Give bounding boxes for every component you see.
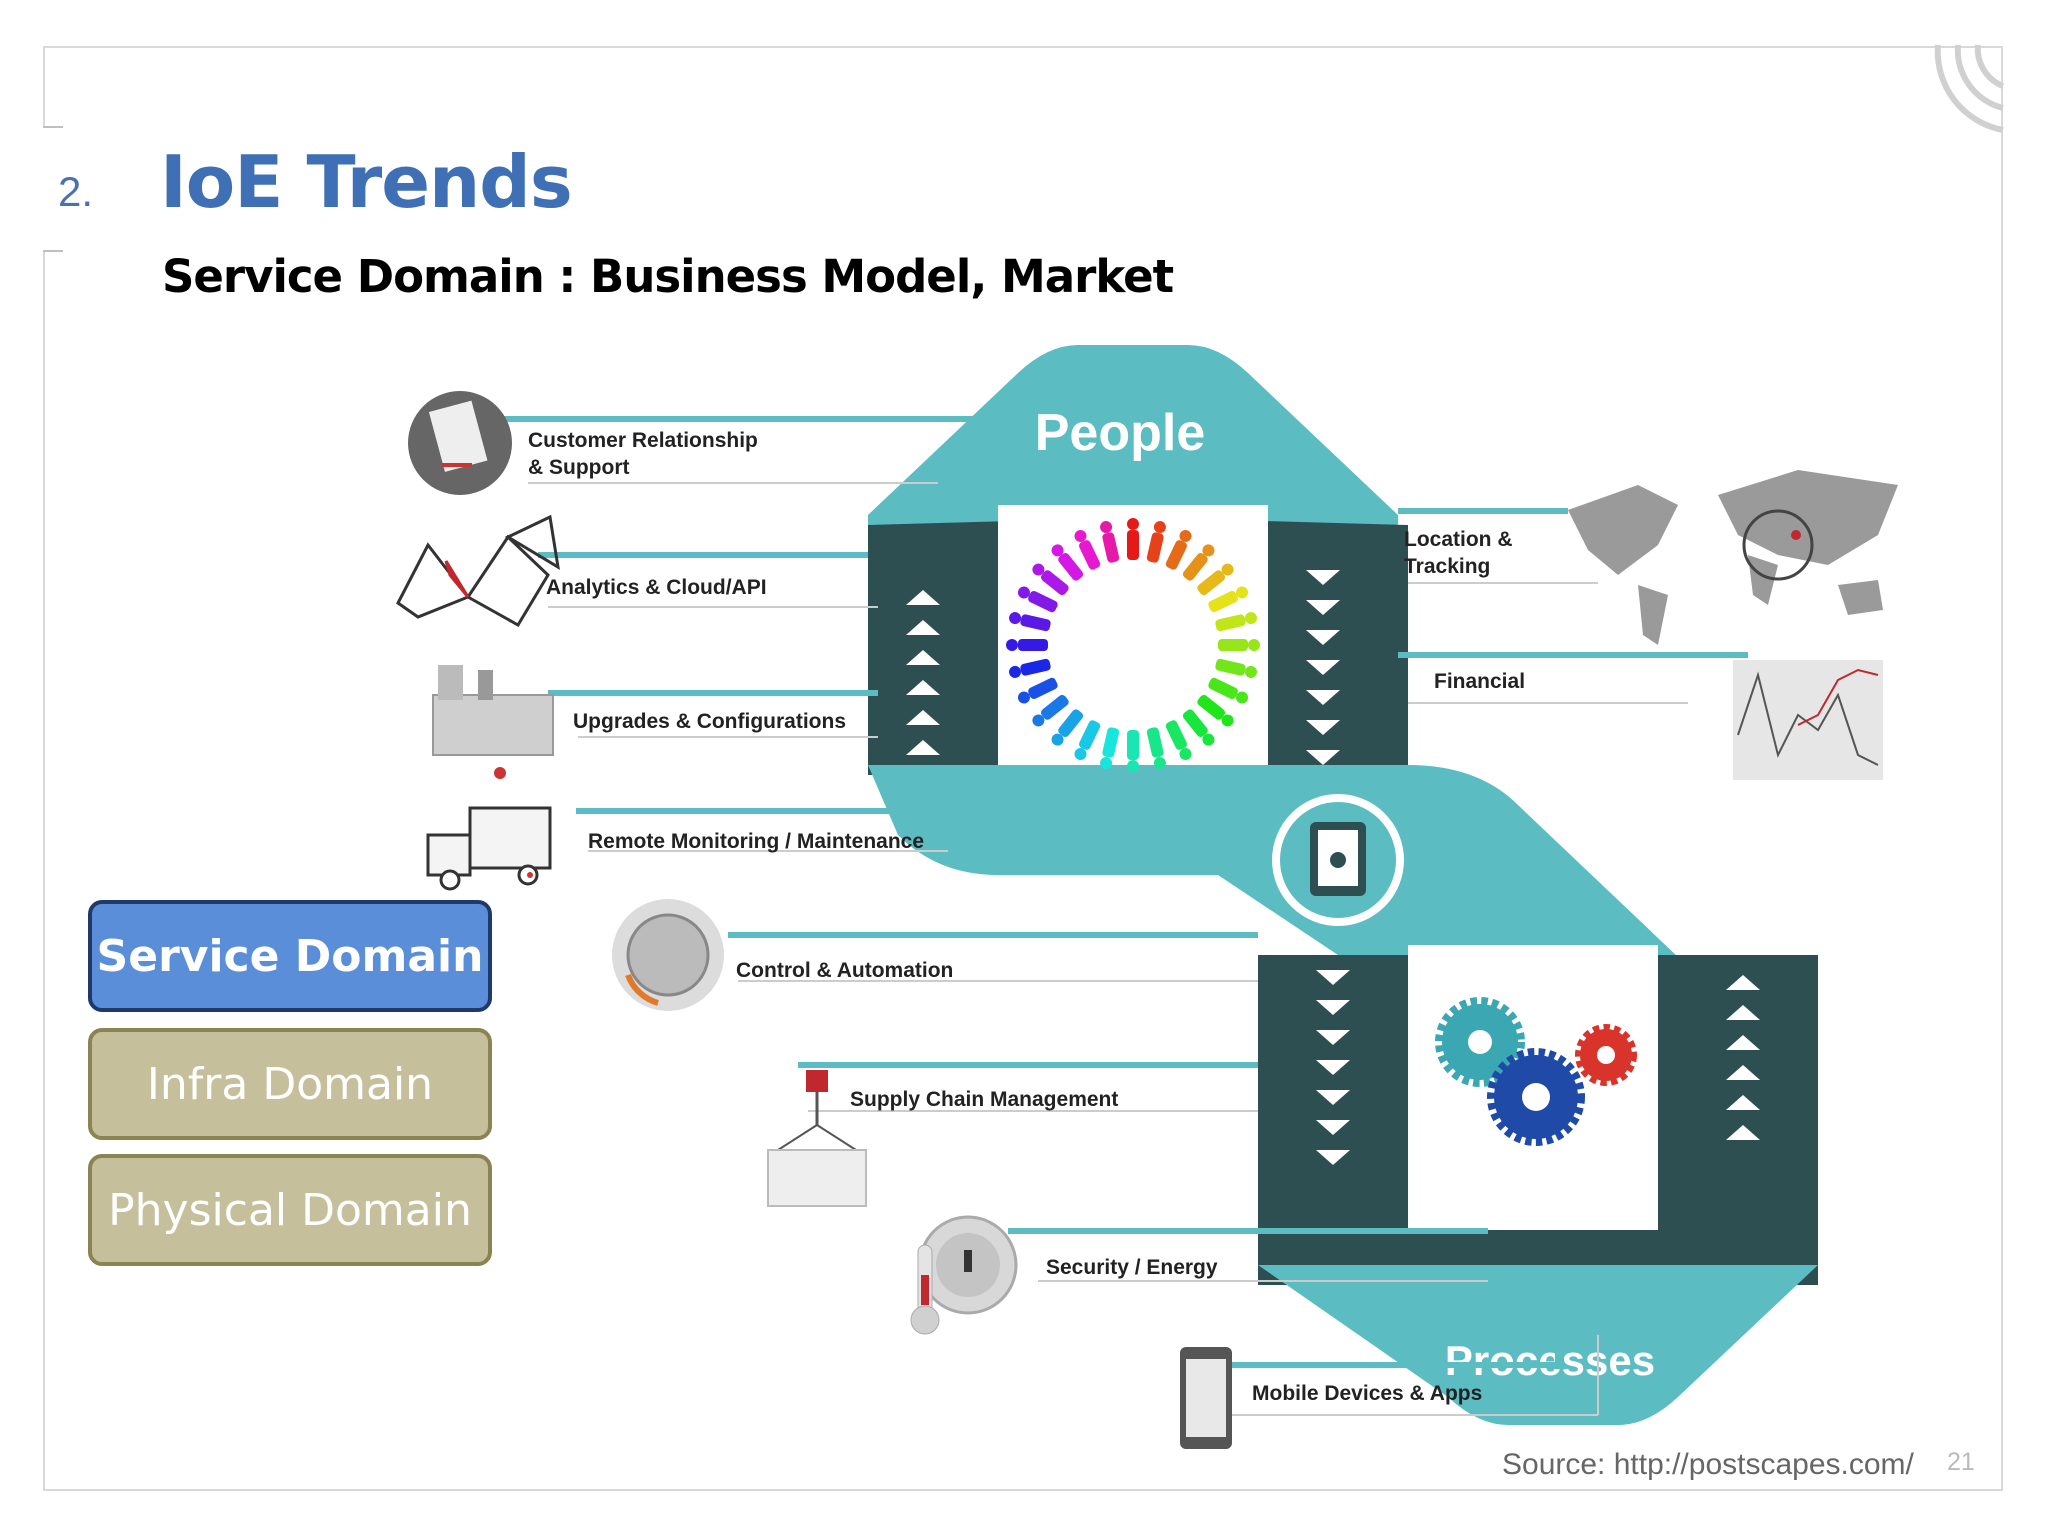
up-arrows-lower-right	[1726, 975, 1760, 1140]
frame-gap	[40, 128, 48, 250]
item-upgrades: Upgrades & Configurations	[573, 710, 846, 733]
down-arrows-lower	[1316, 970, 1350, 1165]
lock-thermometer-icon	[910, 1215, 1018, 1335]
control-knob-icon	[612, 899, 724, 1011]
page-number: 21	[1947, 1448, 1975, 1476]
item-location-line1: Location &	[1404, 528, 1513, 551]
down-arrows-right	[1306, 570, 1340, 765]
people-ring-icon	[1006, 518, 1260, 772]
item-crm-line1: Customer Relationship	[528, 429, 758, 452]
person-figure	[1100, 727, 1120, 769]
item-security-energy: Security / Energy	[1046, 1256, 1218, 1279]
item-control-automation: Control & Automation	[736, 959, 953, 982]
item-analytics: Analytics & Cloud/API	[546, 576, 767, 599]
item-supply-chain: Supply Chain Management	[850, 1088, 1118, 1111]
smartphone-icon	[1180, 1347, 1232, 1449]
person-figure	[1182, 709, 1215, 746]
person-figure	[1182, 544, 1215, 581]
frame-tick	[43, 250, 63, 252]
person-figure	[1009, 658, 1051, 678]
person-figure	[1051, 709, 1084, 746]
right-connectors	[1398, 508, 1748, 658]
gears-icon	[1435, 997, 1637, 1146]
item-location-line2: Tracking	[1404, 555, 1490, 578]
person-figure	[1127, 518, 1139, 560]
slide-frame	[43, 46, 2003, 1491]
person-figure	[1208, 586, 1249, 613]
person-figure	[1208, 677, 1249, 704]
item-mobile-devices: Mobile Devices & Apps	[1252, 1382, 1482, 1405]
item-financial: Financial	[1434, 670, 1525, 693]
left-connectors	[428, 416, 1561, 1368]
crane-crate-icon	[767, 1070, 867, 1207]
person-figure	[1215, 612, 1257, 632]
crm-icon	[408, 391, 512, 495]
item-remote-monitoring: Remote Monitoring / Maintenance	[588, 830, 924, 853]
physical-domain-button[interactable]: Physical Domain	[88, 1154, 492, 1266]
person-figure	[1165, 529, 1192, 570]
person-figure	[1032, 563, 1069, 596]
toolbox-icon	[432, 665, 554, 779]
person-figure	[1074, 529, 1101, 570]
analytics-network-icon	[396, 514, 560, 628]
financial-chart-icon	[1733, 660, 1883, 780]
section-number: 2.	[58, 168, 94, 215]
person-figure	[1215, 658, 1257, 678]
person-figure	[1074, 720, 1101, 761]
person-figure	[1017, 677, 1058, 704]
people-label: People	[1035, 404, 1206, 462]
processes-label: Processes	[1445, 1337, 1655, 1384]
up-arrows-left	[906, 590, 940, 755]
tablet-touch-icon	[1272, 794, 1404, 926]
person-figure	[1146, 727, 1166, 769]
world-map-icon	[1568, 470, 1898, 645]
processes-ribbon	[1258, 1265, 1818, 1425]
person-figure	[1127, 730, 1139, 772]
service-domain-button[interactable]: Service Domain	[88, 900, 492, 1012]
person-figure	[1006, 639, 1048, 651]
person-figure	[1146, 521, 1166, 563]
frame-tick	[43, 126, 63, 128]
person-figure	[1009, 612, 1051, 632]
corner-arcs-icon	[1934, 44, 2005, 133]
person-figure	[1051, 544, 1084, 581]
infra-domain-button[interactable]: Infra Domain	[88, 1028, 492, 1140]
source-citation: Source: http://postscapes.com/	[1502, 1448, 1914, 1481]
ioe-diagram: People Processes	[396, 345, 1898, 1449]
person-figure	[1017, 586, 1058, 613]
right-underlines	[1408, 582, 1688, 704]
slide-subtitle: Service Domain : Business Model, Market	[162, 250, 1174, 303]
person-figure	[1197, 563, 1234, 596]
truck-icon	[426, 806, 552, 891]
person-figure	[1100, 521, 1120, 563]
person-figure	[1218, 639, 1260, 651]
person-figure	[1032, 694, 1069, 727]
item-crm-line2: & Support	[528, 456, 629, 479]
left-underlines	[528, 482, 1599, 1416]
slide-title: IoE Trends	[160, 140, 573, 224]
person-figure	[1197, 694, 1234, 727]
person-figure	[1165, 720, 1192, 761]
